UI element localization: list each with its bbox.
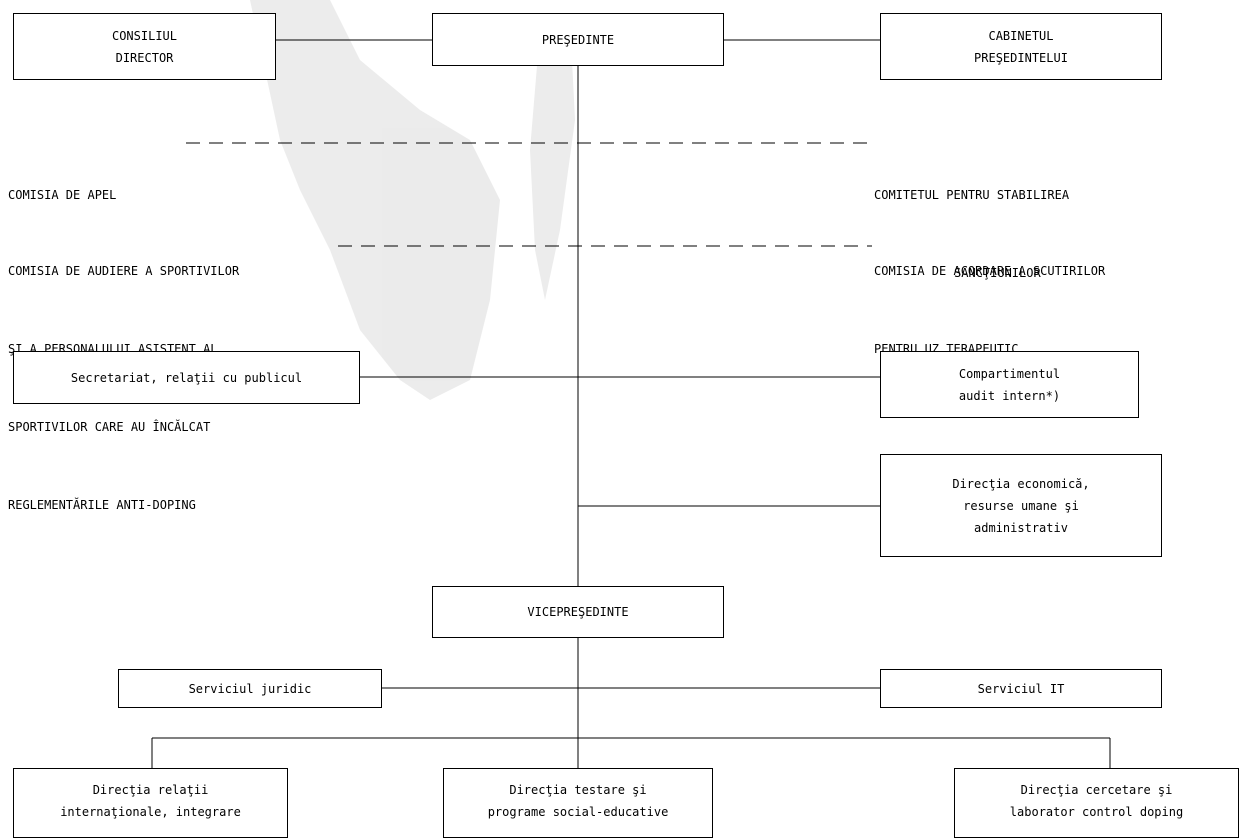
label-comitetul-sanctiuni: COMITETUL PENTRU STABILIREA SANCŢIUNILOR xyxy=(874,130,1069,312)
label-text: COMISIA DE APEL xyxy=(8,188,117,202)
label-text: REGLEMENTĂRILE ANTI-DOPING xyxy=(8,498,196,512)
node-text: CABINETUL xyxy=(988,28,1054,43)
label-text: COMISIA DE AUDIERE A SPORTIVILOR xyxy=(8,264,240,278)
node-text: DIRECTOR xyxy=(115,50,174,65)
node-directia-testare: Direcţia testare şi programe social-educ… xyxy=(443,768,713,838)
node-text: Secretariat, relaţii cu publicul xyxy=(70,370,303,385)
label-text: COMITETUL PENTRU STABILIREA xyxy=(874,188,1070,202)
node-directia-relatii-internationale: Direcţia relaţii internaţionale, integra… xyxy=(13,768,288,838)
node-secretariat: Secretariat, relaţii cu publicul xyxy=(13,351,360,404)
node-text: PREŞEDINTELUI xyxy=(974,50,1068,65)
node-text: Serviciul IT xyxy=(977,681,1065,696)
node-audit: Compartimentul audit intern*) xyxy=(880,351,1139,418)
node-text: resurse umane şi xyxy=(963,498,1079,513)
node-text: Direcţia testare şi xyxy=(509,783,647,797)
watermark-figure xyxy=(250,0,575,400)
node-cabinetul: CABINETUL PREŞEDINTELUI xyxy=(880,13,1162,80)
node-text: Compartimentul xyxy=(958,366,1061,381)
node-text: administrativ xyxy=(974,520,1068,535)
node-text: Serviciul juridic xyxy=(188,681,312,696)
node-serviciul-it: Serviciul IT xyxy=(880,669,1162,708)
node-text: programe social-educative xyxy=(487,805,669,819)
node-text: laborator control doping xyxy=(1009,805,1184,819)
label-text: SANCŢIUNILOR xyxy=(954,266,1041,280)
node-text: Direcţia relaţii xyxy=(92,783,209,797)
node-text: VICEPREŞEDINTE xyxy=(527,605,629,619)
label-text: SPORTIVILOR CARE AU ÎNCĂLCAT xyxy=(8,420,211,434)
node-serviciul-juridic: Serviciul juridic xyxy=(118,669,382,708)
node-consiliul-director: CONSILIUL DIRECTOR xyxy=(13,13,276,80)
node-text: Direcţia cercetare şi xyxy=(1020,783,1173,797)
node-directia-economica: Direcţia economică, resurse umane şi adm… xyxy=(880,454,1162,557)
node-text: Direcţia economică, xyxy=(952,476,1090,491)
node-vicepresedinte: VICEPREŞEDINTE xyxy=(432,586,724,638)
label-comisia-apel: COMISIA DE APEL xyxy=(8,130,116,234)
node-text: internaţionale, integrare xyxy=(60,805,241,819)
node-text: PREŞEDINTE xyxy=(541,32,615,47)
node-text: CONSILIUL xyxy=(111,28,178,43)
node-directia-cercetare: Direcţia cercetare şi laborator control … xyxy=(954,768,1239,838)
label-text: COMISIA DE ACORDARE A SCUTIRILOR xyxy=(874,264,1106,278)
node-text: audit intern*) xyxy=(958,388,1061,403)
node-presedinte: PREŞEDINTE xyxy=(432,13,724,66)
